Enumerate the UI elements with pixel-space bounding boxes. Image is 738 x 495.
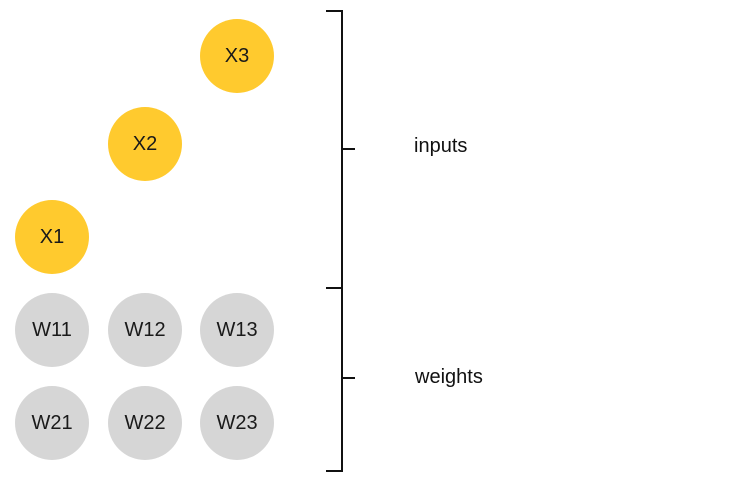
inputs-bracket bbox=[326, 10, 355, 289]
inputs-group-label: inputs bbox=[414, 135, 468, 157]
weight-node-w12: W12 bbox=[108, 293, 182, 367]
input-node-label: X3 bbox=[224, 44, 250, 67]
weight-node-w23: W23 bbox=[200, 386, 274, 460]
weight-node-w21: W21 bbox=[15, 386, 89, 460]
weight-node-label: W21 bbox=[31, 411, 73, 434]
weights-group-label: weights bbox=[415, 366, 483, 388]
input-node-x2: X2 bbox=[108, 107, 182, 181]
weights-bracket bbox=[326, 288, 355, 472]
weight-node-w22: W22 bbox=[108, 386, 182, 460]
input-node-x3: X3 bbox=[200, 19, 274, 93]
weight-node-label: W12 bbox=[124, 318, 166, 341]
weight-node-w11: W11 bbox=[15, 293, 89, 367]
weight-node-label: W11 bbox=[32, 318, 72, 341]
weight-node-label: W22 bbox=[124, 411, 166, 434]
weight-node-label: W13 bbox=[216, 318, 258, 341]
input-node-label: X2 bbox=[132, 132, 158, 155]
weight-node-label: W23 bbox=[216, 411, 258, 434]
weight-node-w13: W13 bbox=[200, 293, 274, 367]
input-node-label: X1 bbox=[39, 225, 65, 248]
input-node-x1: X1 bbox=[15, 200, 89, 274]
